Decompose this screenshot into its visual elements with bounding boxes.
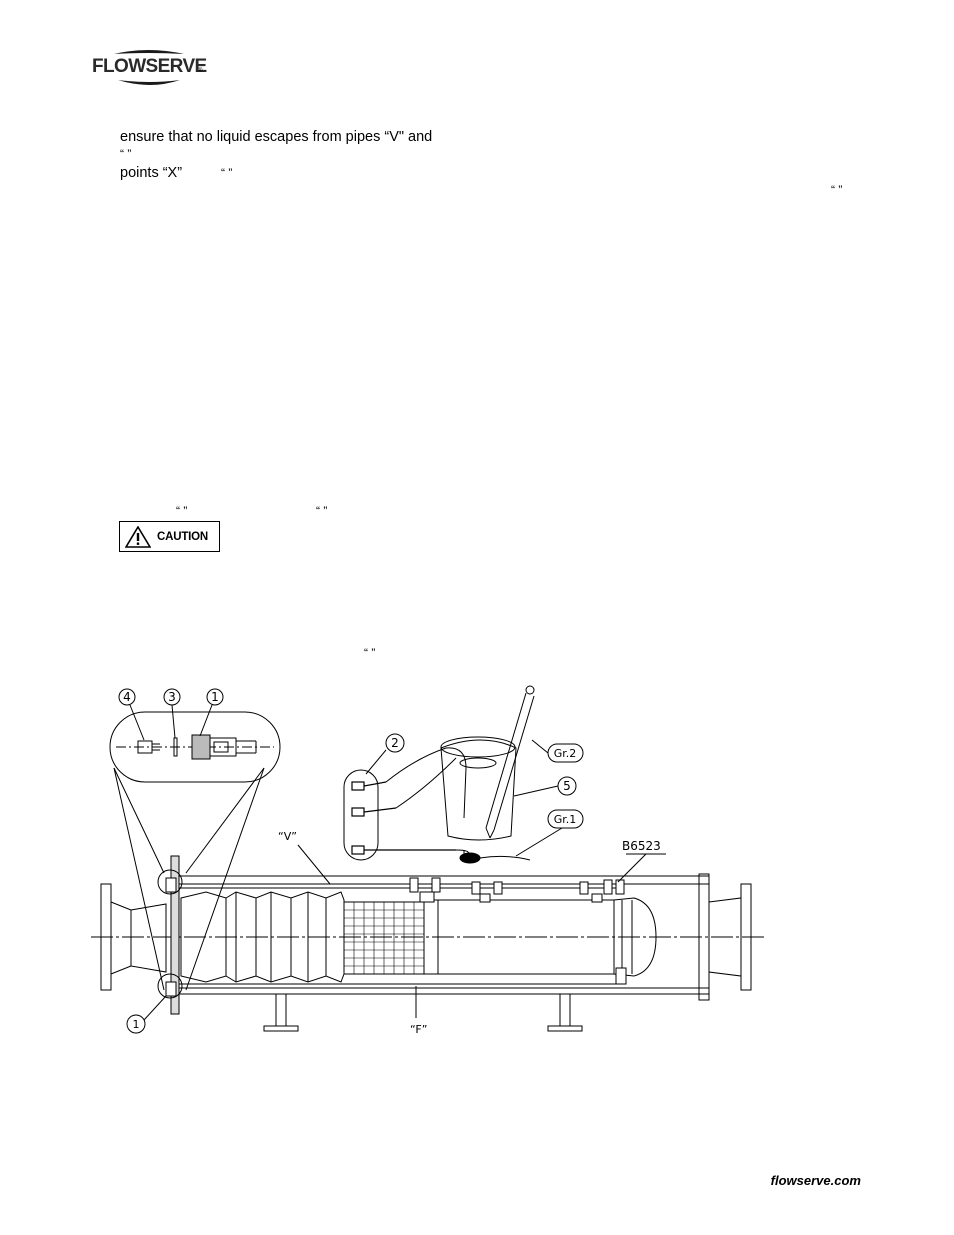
callout-2: 2	[391, 736, 399, 750]
flowserve-logo-mark	[114, 50, 184, 85]
stray-quotes-lower: “ ”	[364, 646, 376, 660]
caution-label: CAUTION	[157, 531, 208, 543]
stray-quotes-right: “ ”	[831, 183, 843, 197]
callout-5: 5	[563, 779, 571, 793]
callout-3: 3	[168, 690, 176, 704]
label-pipe-f: “F”	[410, 1023, 427, 1036]
stray-quotes-mid-a: “ ”	[176, 504, 188, 518]
stray-quotes-mid-b: “ ”	[316, 504, 328, 518]
flowserve-logo: FLOWSERVE ®	[92, 50, 207, 88]
body-line-2-quotes: “ ”	[120, 147, 132, 161]
warning-triangle-icon	[125, 526, 151, 548]
label-pipe-v: “V”	[278, 830, 297, 843]
pump-body	[91, 844, 766, 1034]
label-gr2: Gr.2	[554, 747, 577, 760]
body-line-1: ensure that no liquid escapes from pipes…	[120, 129, 433, 145]
logo-wordmark: FLOWSERVE	[92, 56, 207, 77]
callout-4: 4	[123, 690, 131, 704]
registered-mark: ®	[198, 68, 203, 74]
pump-drawing-svg: 4 3 1 2 5 1 Gr.2 Gr.1 B6523 “V” “F”	[91, 685, 766, 1036]
pump-assembly-drawing: 4 3 1 2 5 1 Gr.2 Gr.1 B6523 “V” “F”	[86, 678, 776, 1043]
body-line-3-quotes: “ ”	[221, 166, 233, 180]
label-drawing-no: B6523	[622, 839, 661, 853]
body-line-3: points “X”	[120, 165, 183, 181]
label-gr1: Gr.1	[554, 813, 577, 826]
test-assembly	[343, 685, 584, 864]
callout-1-bottom: 1	[133, 1018, 140, 1031]
caution-box: CAUTION	[119, 521, 220, 552]
detail-view	[109, 688, 281, 991]
footer-website: flowserve.com	[770, 1173, 861, 1188]
callout-1-top: 1	[211, 690, 219, 704]
